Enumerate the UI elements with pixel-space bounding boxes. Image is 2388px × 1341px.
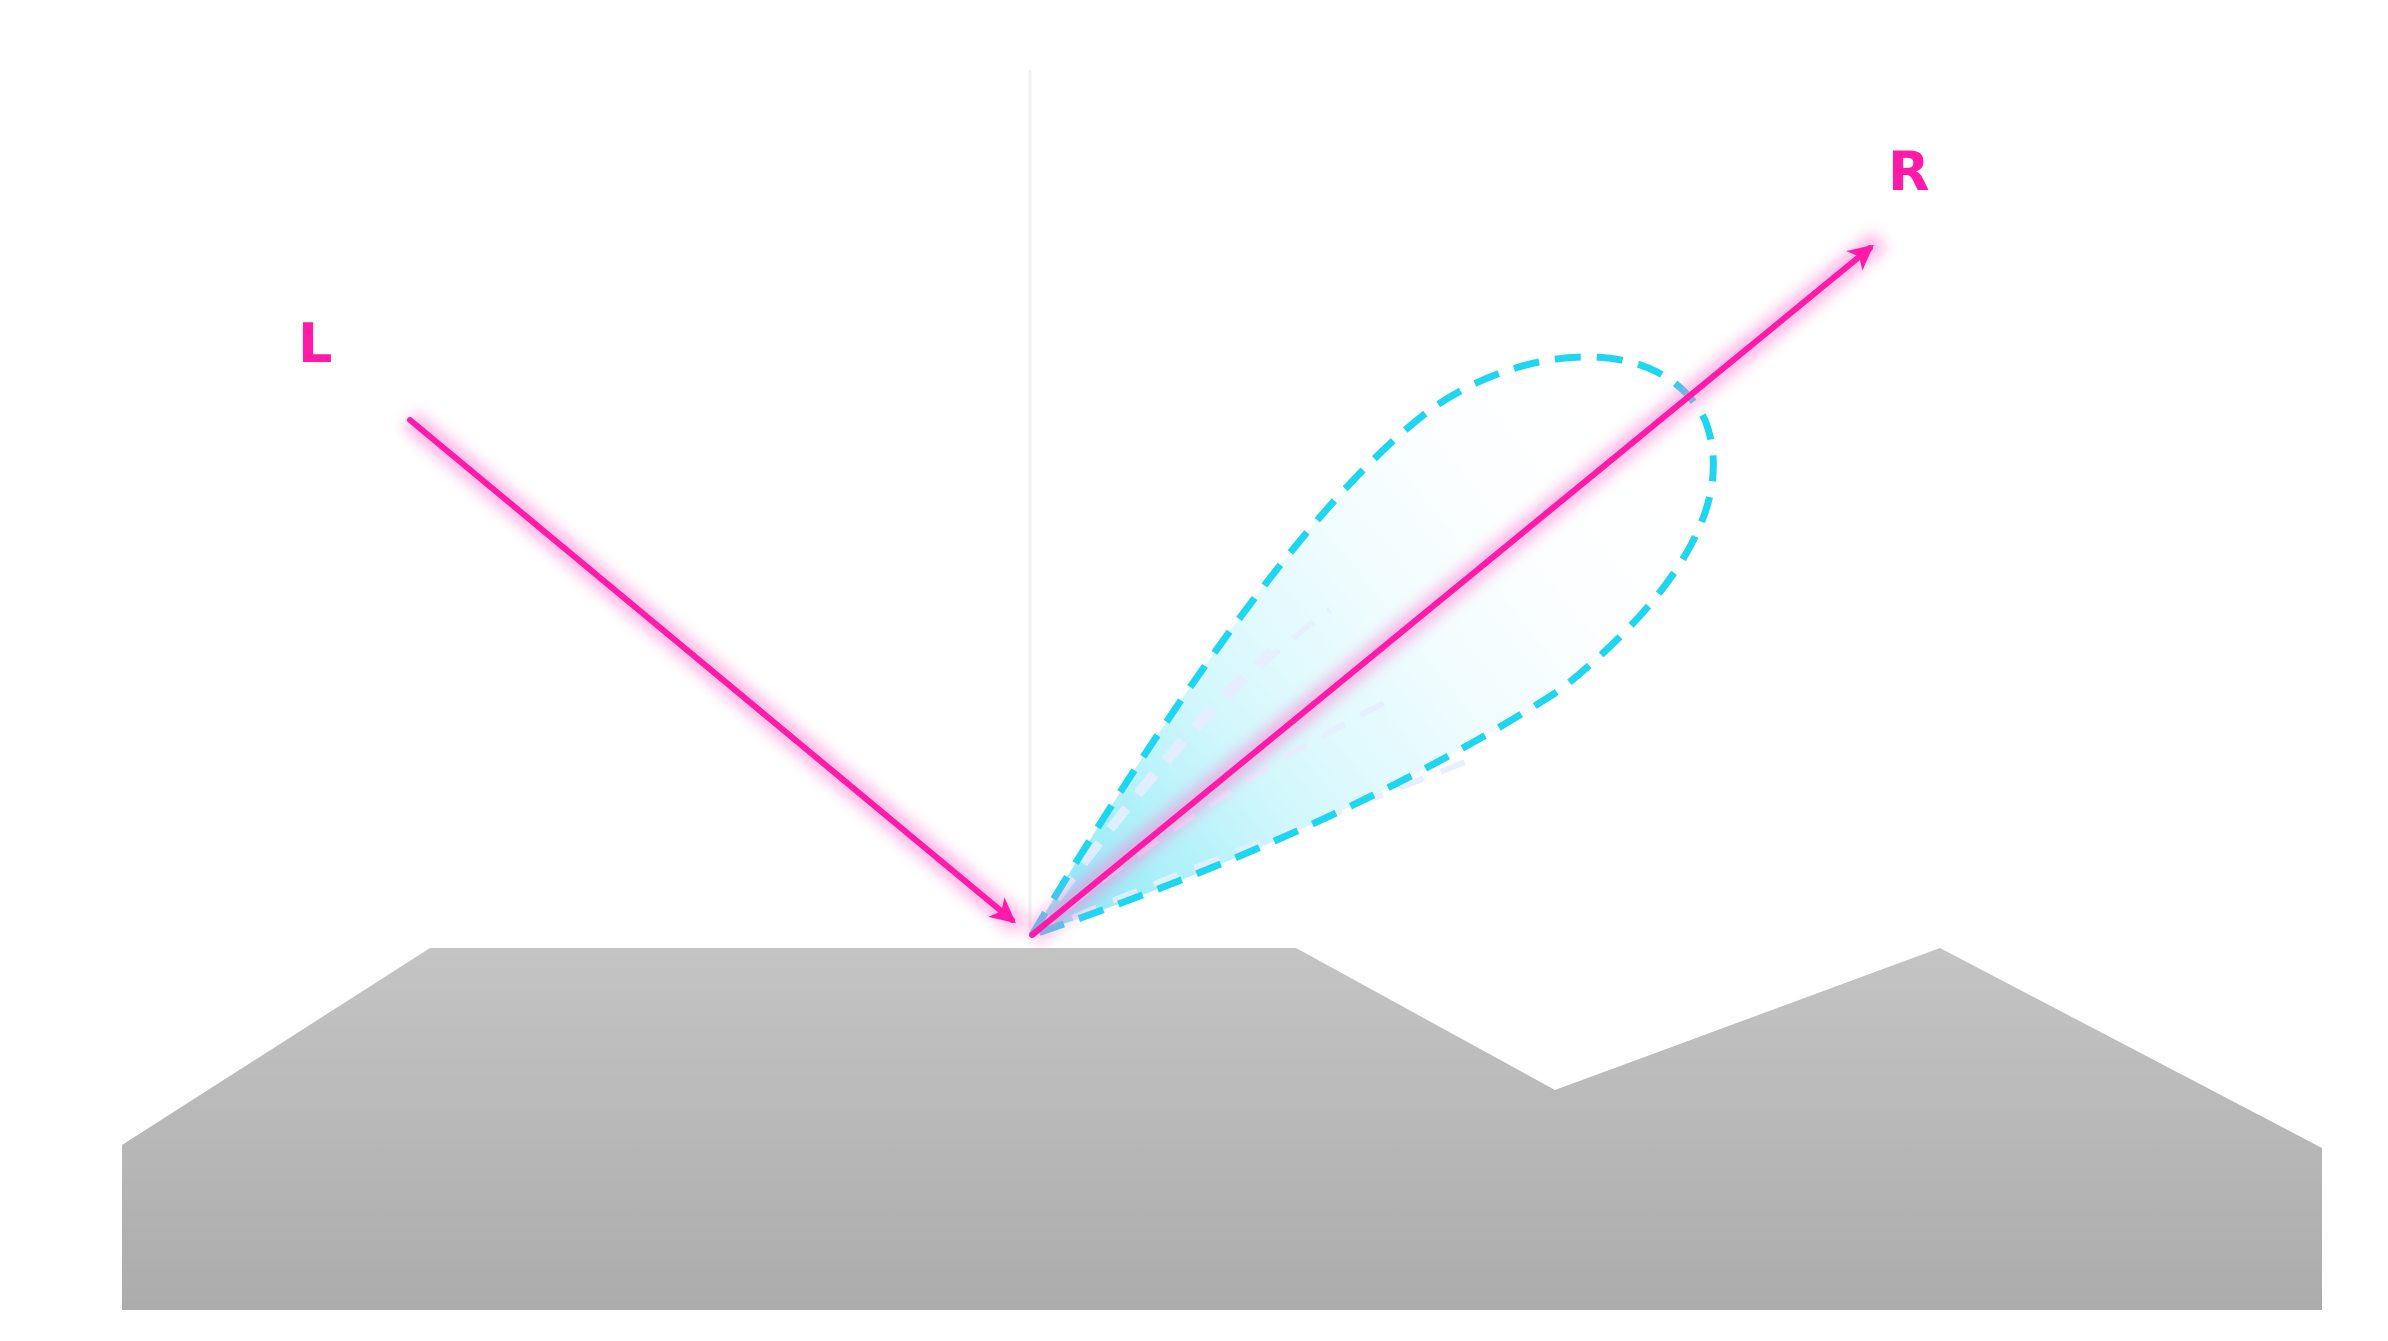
lobe-outline [1028,353,1717,939]
label-reflection-vector: R [1888,140,1930,203]
label-light-vector: L [298,312,332,375]
incident-light-vector [402,411,1028,935]
incident-arrow [407,417,1016,924]
reflection-arrow [1029,244,1874,938]
lobe-inner-dashes [1029,607,1472,938]
rough-surface [122,948,2322,1310]
reflection-vector [1025,231,1887,944]
